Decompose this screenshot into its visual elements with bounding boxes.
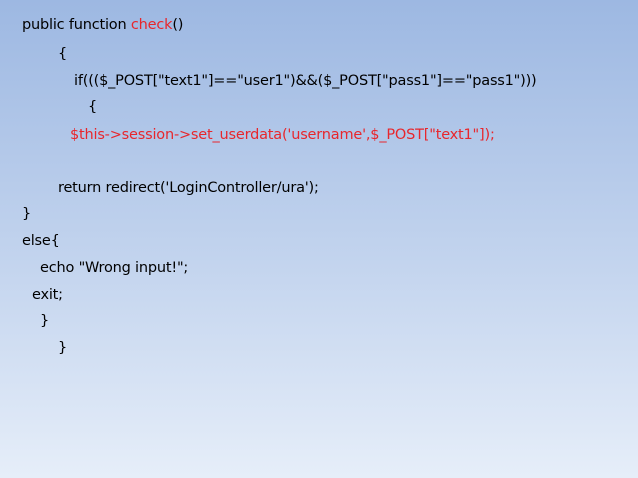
code-line-else-close-brace: } [40, 313, 50, 329]
code-line-open-brace: { [58, 46, 68, 62]
code-line-close-brace: } [22, 206, 32, 222]
code-line-if-open-brace: { [88, 99, 98, 115]
code-line-exit: exit; [32, 287, 63, 303]
code-line-set-userdata: $this->session->set_userdata('username',… [70, 127, 495, 143]
code-line-function-declaration: public function check() [22, 16, 183, 34]
code-text: () [172, 17, 184, 33]
code-line-function-close-brace: } [58, 340, 68, 356]
code-line-else: else{ [22, 233, 60, 249]
code-line-if-condition: if((($_POST["text1"]=="user1")&&($_POST[… [74, 73, 537, 89]
code-text: public function [22, 17, 131, 33]
code-line-echo: echo "Wrong input!"; [40, 260, 189, 276]
code-function-name: check [130, 17, 173, 33]
code-line-return-redirect: return redirect('LoginController/ura'); [58, 180, 319, 196]
